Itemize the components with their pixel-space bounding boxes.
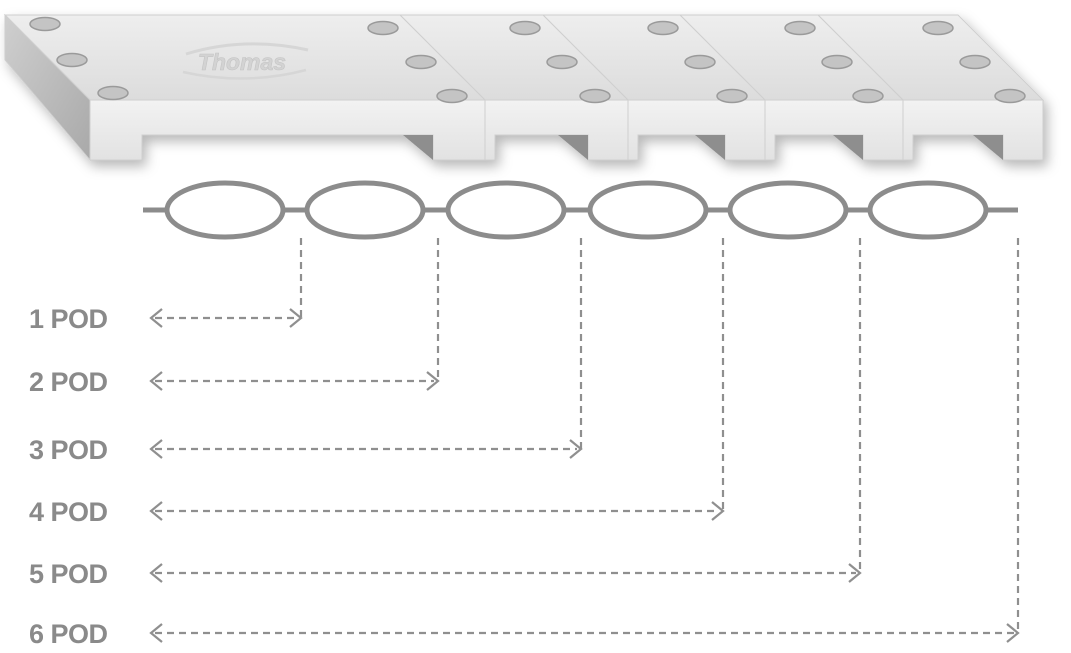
pod-hole <box>959 54 991 70</box>
pod-dimension-row: 2 POD <box>29 238 440 397</box>
pod-length-indicators: 1 POD 2 POD 3 POD 4 POD 5 POD 6 POD <box>29 238 1020 649</box>
pod-dimension-row: 3 POD <box>29 238 583 465</box>
pod-hole <box>852 88 884 104</box>
arrowhead-left <box>149 371 163 391</box>
pod-count-label: 6 POD <box>29 619 108 649</box>
pod-notch-shadow <box>833 135 863 160</box>
chain-links <box>143 180 1018 240</box>
pod-count-label: 4 POD <box>29 497 108 527</box>
chain-link <box>587 180 709 240</box>
pod-hole <box>922 20 954 36</box>
arrowhead-left <box>149 308 163 328</box>
pod-hole <box>784 20 816 36</box>
pod-block <box>678 14 905 161</box>
pod-hole <box>405 54 437 70</box>
pod-notch-shadow <box>973 135 1003 160</box>
arrowhead-right <box>711 501 725 521</box>
arrowhead-right <box>289 308 303 328</box>
brand-logo: Thomas <box>182 42 309 80</box>
pod-front-face <box>484 99 629 161</box>
pod-hole <box>56 52 88 68</box>
pod-hole <box>29 16 61 32</box>
pod-block <box>816 14 1045 161</box>
pod-count-label: 3 POD <box>29 435 108 465</box>
pod-hole <box>436 88 468 104</box>
pod-notch-shadow <box>403 135 433 160</box>
pod-hole <box>546 54 578 70</box>
arrowhead-left <box>149 501 163 521</box>
chain-link <box>304 180 426 240</box>
pod-count-label: 1 POD <box>29 304 108 334</box>
pod-front-face <box>627 99 766 161</box>
chain-link <box>445 180 567 240</box>
arrowhead-right <box>426 371 440 391</box>
logo-swoosh <box>185 42 309 56</box>
chain-link <box>164 180 286 240</box>
arrowhead-right <box>848 563 862 583</box>
arrowhead-right <box>1006 623 1020 643</box>
chain-link <box>727 180 849 240</box>
chain-link <box>867 180 989 240</box>
pod-hole <box>97 85 129 101</box>
pod-hole <box>647 20 679 36</box>
pod-hole <box>367 20 399 36</box>
pod-hole <box>509 20 541 36</box>
logo-swoosh <box>182 68 307 80</box>
pod-block <box>3 13 487 162</box>
pod-block <box>541 14 767 161</box>
arrowhead-right <box>569 439 583 459</box>
pod-notch-shadow <box>558 135 588 160</box>
pod-notch-shadow <box>695 135 725 160</box>
pod-count-label: 5 POD <box>29 559 108 589</box>
pod-hole <box>684 54 716 70</box>
pod-dimension-row: 4 POD <box>29 238 725 527</box>
pod-block <box>398 14 630 161</box>
pod-dimension-row: 5 POD <box>29 238 862 589</box>
pod-front-face <box>902 99 1044 161</box>
pod-hole <box>821 54 853 70</box>
pods-assembly <box>3 13 1045 162</box>
arrowhead-left <box>149 623 163 643</box>
pod-hole <box>994 88 1026 104</box>
arrowhead-left <box>149 439 163 459</box>
pod-front-face <box>764 99 904 161</box>
logo-text: Thomas <box>198 49 286 75</box>
pod-hole <box>716 88 748 104</box>
pod-hole <box>579 88 611 104</box>
pod-dimension-row: 6 POD <box>29 238 1020 649</box>
arrowhead-left <box>149 563 163 583</box>
pod-dimension-row: 1 POD <box>29 238 303 334</box>
pod-count-label: 2 POD <box>29 367 108 397</box>
